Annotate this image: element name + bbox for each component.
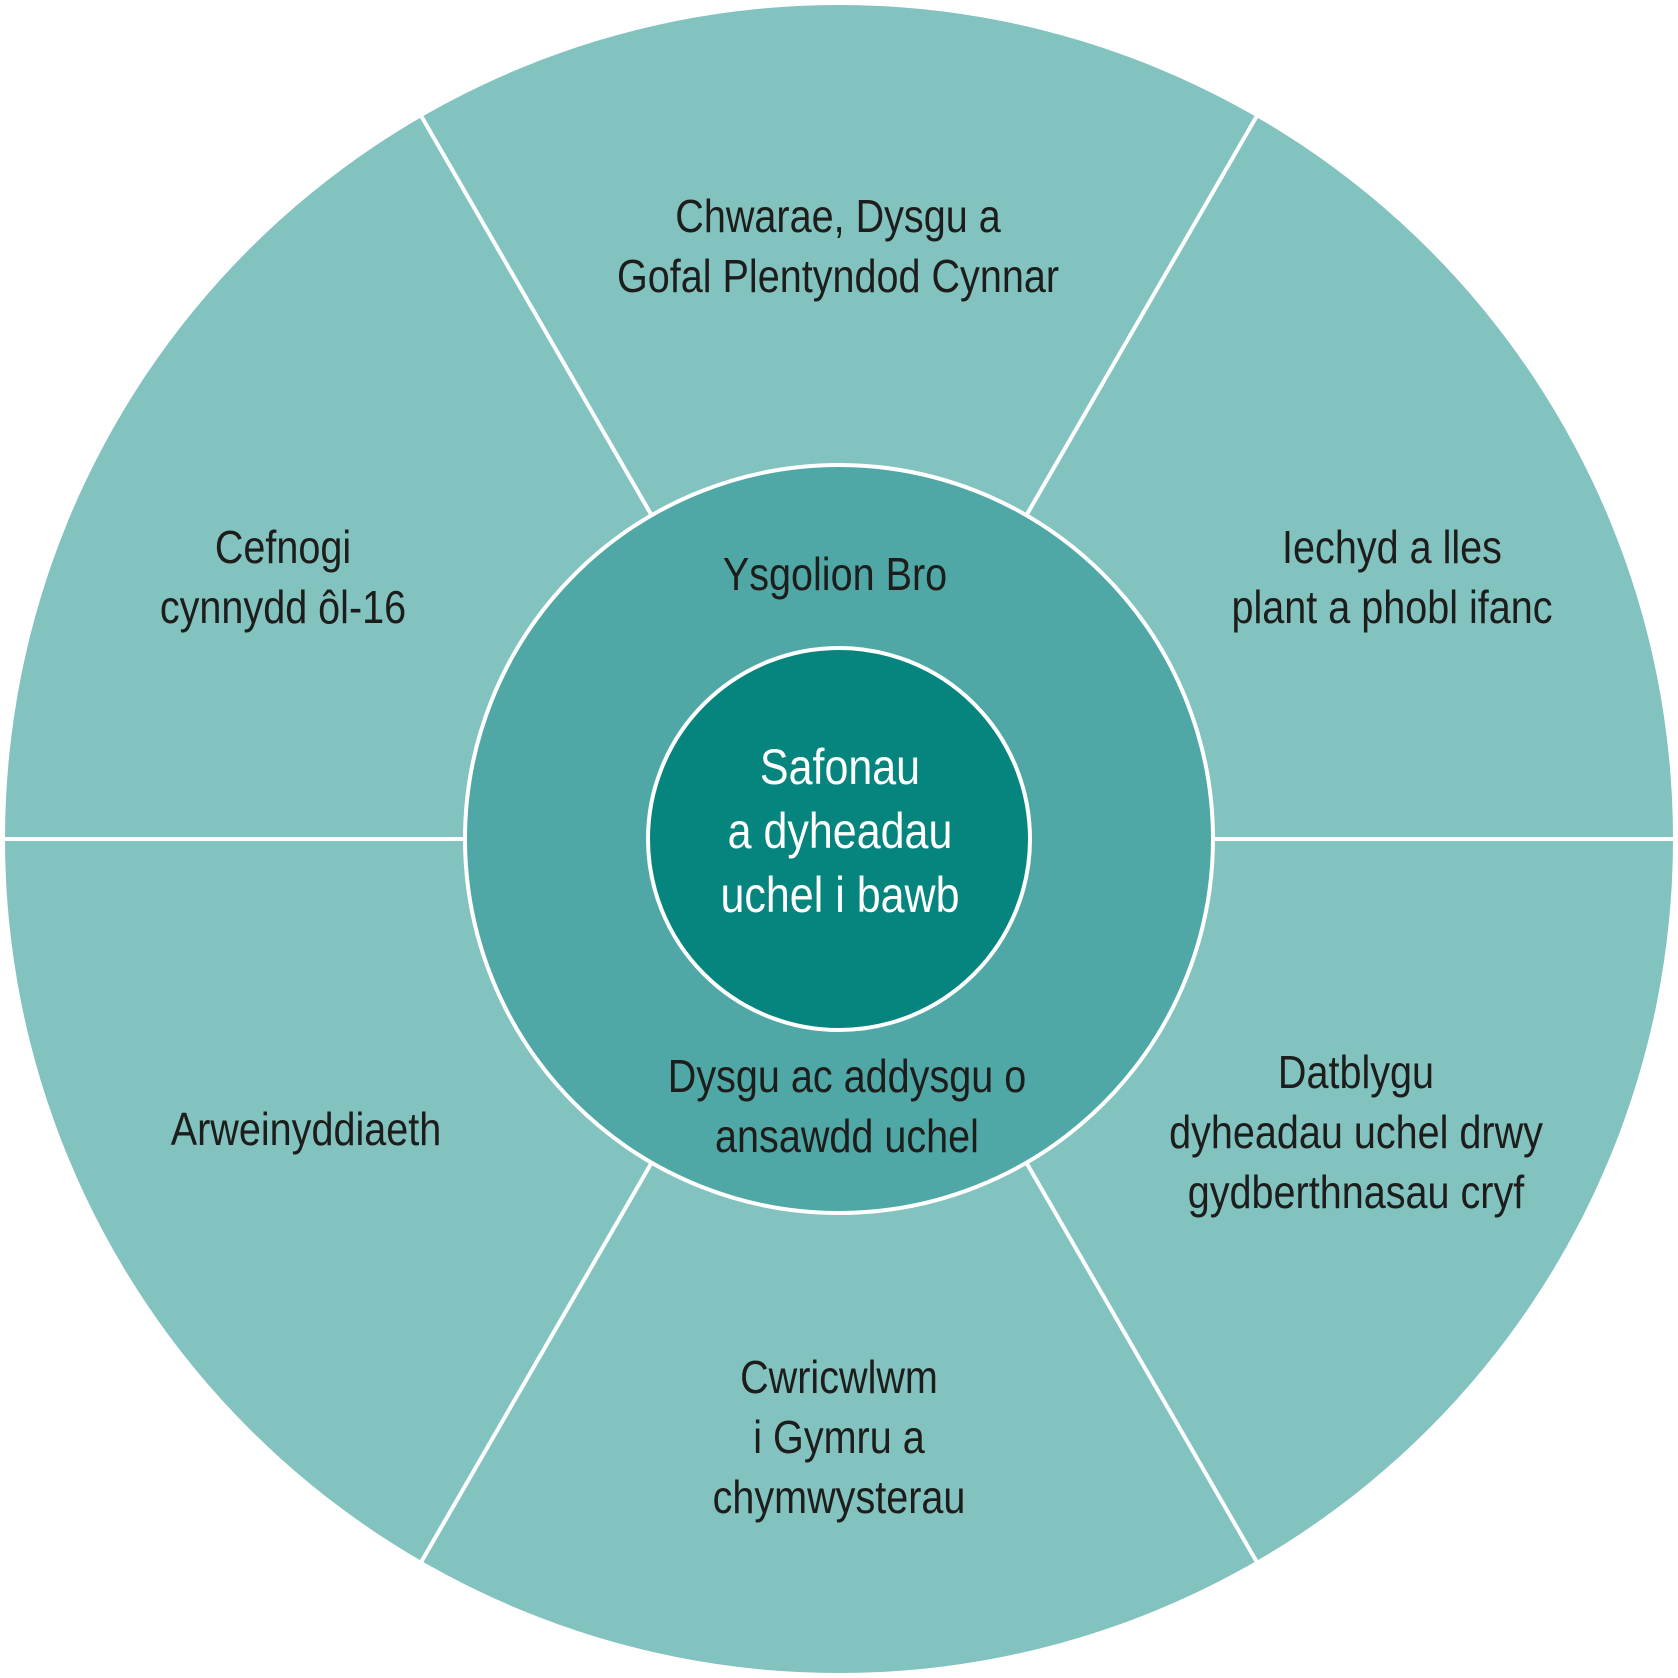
label-line: Iechyd a lles — [1282, 521, 1502, 573]
divider-upper-right — [1024, 106, 1264, 517]
segment-label-lower-right: Datblygu dyheadau uchel drwy gydberthnas… — [1169, 1042, 1543, 1222]
center-circle — [646, 646, 1032, 1032]
label-line: cynnydd ôl-16 — [159, 581, 407, 633]
label-line: Chwarae, Dysgu a — [675, 190, 1001, 242]
divider-lower-left — [414, 1161, 654, 1572]
divider-upper-left — [414, 106, 654, 517]
segment-label-bottom: Cwricwlwm i Gymru a chymwysterau — [713, 1347, 966, 1527]
segment-label-upper-left: Cefnogi cynnydd ôl-16 — [160, 517, 406, 637]
center-label: Safonau a dyheadau uchel i bawb — [720, 735, 959, 927]
label-line: Cefnogi — [214, 521, 352, 573]
segment-label-upper-right: Iechyd a lles plant a phobl ifanc — [1231, 517, 1552, 637]
label-line: plant a phobl ifanc — [1231, 581, 1553, 633]
label-line: i Gymru a — [753, 1411, 925, 1463]
label-line: a dyheadau — [727, 803, 953, 859]
label-line: Dysgu ac addysgu o — [667, 1050, 1027, 1102]
label-line: uchel i bawb — [720, 867, 960, 923]
label-line: ansawdd uchel — [715, 1110, 979, 1162]
segment-dividers — [0, 106, 1678, 1572]
label-line: Safonau — [759, 739, 921, 795]
label-line: chymwysterau — [712, 1471, 966, 1523]
label-line: dyheadau uchel drwy — [1169, 1106, 1543, 1158]
segment-label-top: Chwarae, Dysgu a Gofal Plentyndod Cynnar — [617, 186, 1059, 306]
label-line: Gofal Plentyndod Cynnar — [616, 250, 1060, 302]
label-line: Ysgolion Bro — [722, 548, 948, 600]
label-line: Datblygu — [1277, 1046, 1435, 1098]
middle-ring-label-bottom: Dysgu ac addysgu o ansawdd uchel — [668, 1046, 1026, 1166]
label-line: Arweinyddiaeth — [170, 1103, 442, 1155]
label-line: Cwricwlwm — [740, 1351, 938, 1403]
divider-lower-right — [1024, 1161, 1264, 1572]
label-line: gydberthnasau cryf — [1187, 1166, 1525, 1218]
middle-ring-label-top: Ysgolion Bro — [723, 544, 947, 604]
segment-label-lower-left: Arweinyddiaeth — [171, 1099, 441, 1159]
